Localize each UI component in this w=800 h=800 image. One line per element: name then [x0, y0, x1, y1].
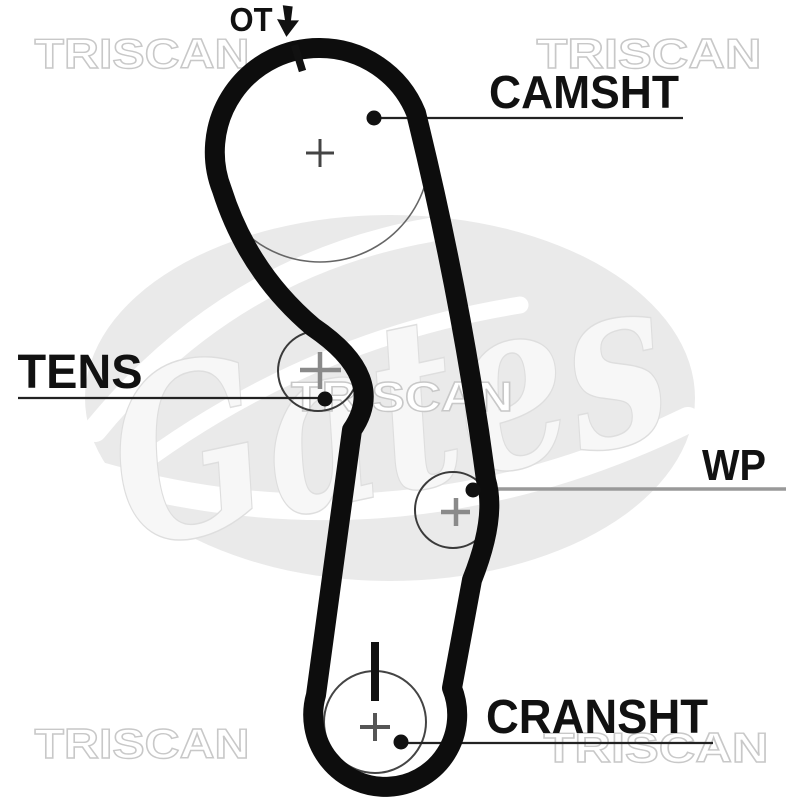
water-pump-marker-dot [465, 482, 481, 498]
gates-swoosh-underline [87, 407, 701, 521]
tensioner-center-cross [300, 352, 341, 389]
triscan-watermark-bottom-right: TRISCAN [544, 724, 769, 771]
triscan-watermark-bottom-left: TRISCAN [35, 720, 250, 767]
crankshaft-marker-dot [393, 734, 409, 750]
gates-script-text: Gates [85, 217, 690, 603]
camshaft-center-cross [306, 139, 334, 167]
camshaft-label: CAMSHT [489, 66, 679, 118]
triscan-watermark-top-left: TRISCAN [35, 30, 250, 77]
crankshaft-center-cross [360, 713, 390, 741]
gates-swoosh-stripe-1 [83, 218, 442, 442]
triscan-watermarks: TRISCAN TRISCAN TRISCAN TRISCAN TRISCAN [34, 29, 769, 771]
water-pump-center-cross [441, 498, 470, 526]
water-pump-label: WP [702, 441, 766, 490]
tensioner-label: TENS [18, 346, 143, 399]
timing-belt-path [204, 37, 500, 797]
camshaft-marker-dot [366, 110, 382, 126]
ot-timing-label: OT [230, 1, 273, 38]
crankshaft-label: CRANSHT [486, 691, 708, 744]
camshaft-timing-mark [290, 43, 307, 73]
gates-logo-watermark: Gates [83, 215, 701, 604]
tensioner-marker-dot [317, 391, 333, 407]
ot-arrow-down-icon [277, 5, 300, 37]
triscan-watermark-top-right: TRISCAN [537, 30, 762, 77]
